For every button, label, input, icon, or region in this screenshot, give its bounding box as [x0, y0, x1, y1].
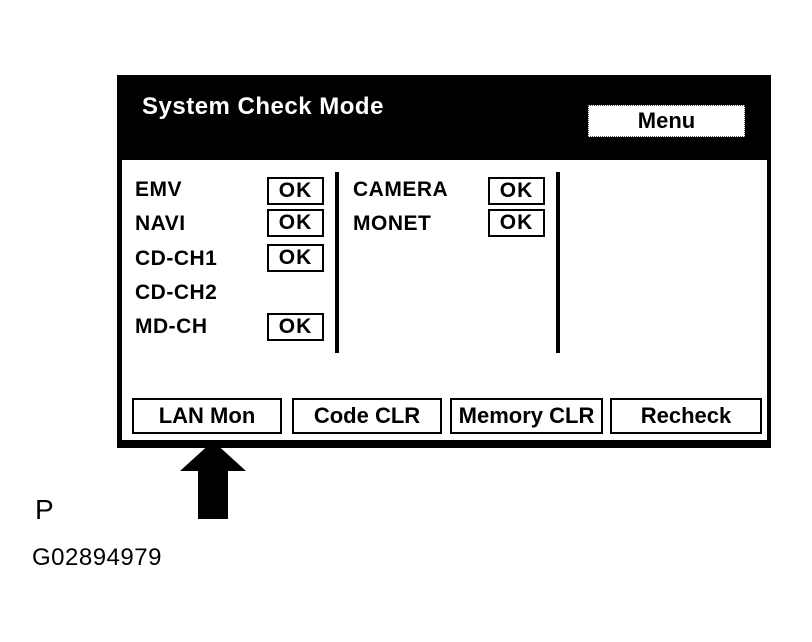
device-label-cd-ch1: CD-CH1 [135, 247, 218, 270]
column-divider-right [556, 172, 560, 353]
recheck-button[interactable]: Recheck [610, 398, 762, 434]
screen-title: System Check Mode [142, 93, 384, 120]
figure-id-label: G02894979 [32, 544, 162, 571]
device-label-monet: MONET [353, 212, 432, 235]
figure-page-label: P [35, 494, 54, 525]
menu-button[interactable]: Menu [588, 105, 745, 137]
device-label-camera: CAMERA [353, 178, 449, 201]
lan-mon-button[interactable]: LAN Mon [132, 398, 282, 434]
memory-clr-button[interactable]: Memory CLR [450, 398, 603, 434]
screen-header: System Check Mode Menu [122, 75, 767, 160]
device-label-navi: NAVI [135, 212, 186, 235]
status-box-emv: OK [267, 177, 324, 205]
device-label-md-ch: MD-CH [135, 315, 208, 338]
code-clr-button[interactable]: Code CLR [292, 398, 442, 434]
status-box-cd-ch1: OK [267, 244, 324, 272]
system-check-screen: System Check Mode Menu EMV OK NAVI OK CD… [117, 75, 771, 448]
status-box-md-ch: OK [267, 313, 324, 341]
device-label-cd-ch2: CD-CH2 [135, 281, 218, 304]
status-box-monet: OK [488, 209, 545, 237]
status-box-navi: OK [267, 209, 324, 237]
device-label-emv: EMV [135, 178, 183, 201]
callout-up-arrow-icon [180, 441, 246, 519]
column-divider-left [335, 172, 339, 353]
status-box-camera: OK [488, 177, 545, 205]
